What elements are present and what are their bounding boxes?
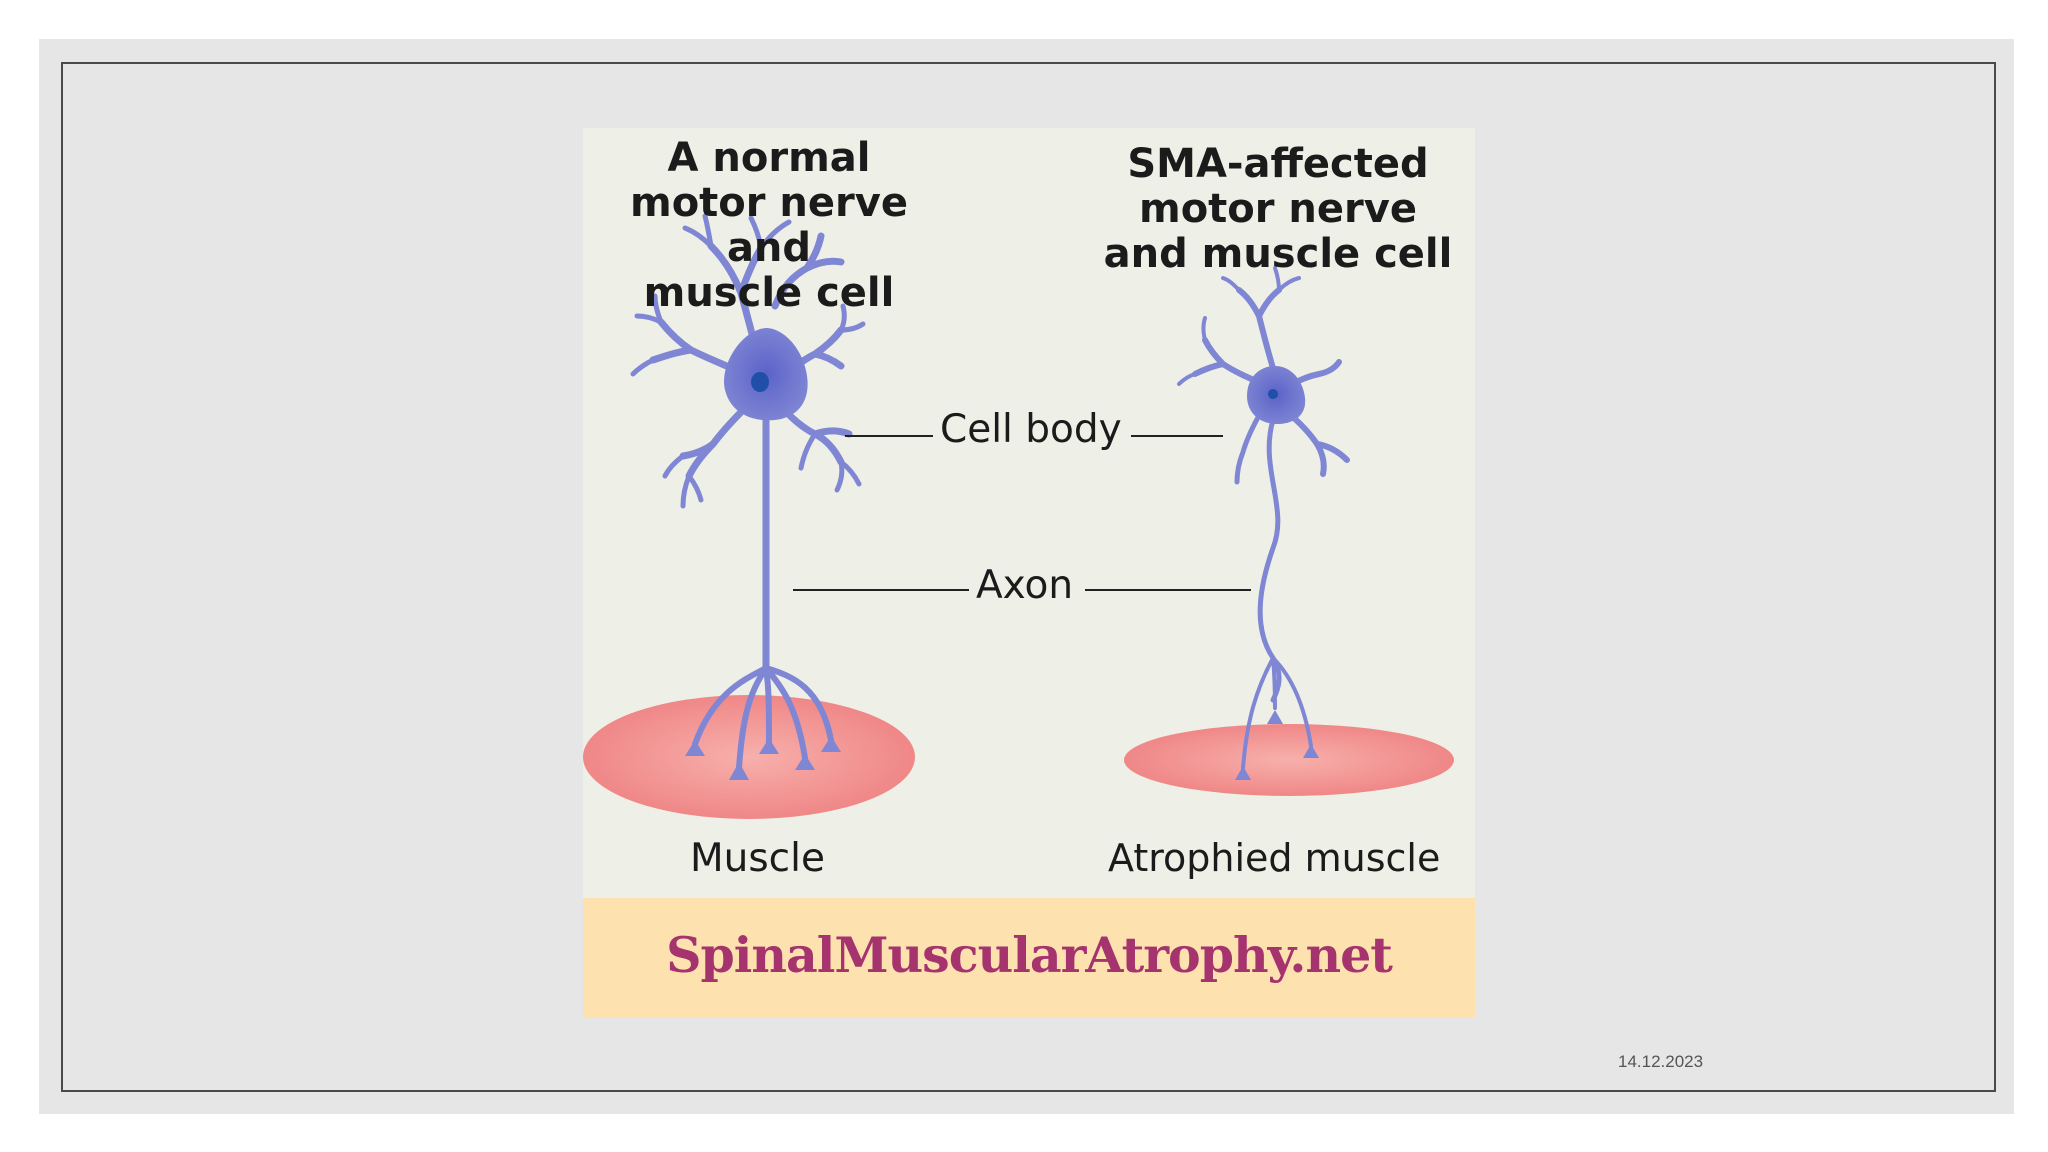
dendrite [798, 431, 862, 493]
dendrite [1236, 287, 1282, 371]
sma-axon [1257, 417, 1282, 703]
nucleus [1268, 389, 1278, 399]
nucleus [751, 372, 769, 392]
diagram-drawing [583, 213, 1454, 819]
normal-neuron [583, 213, 915, 819]
normal-heading: A normal motor nerve and muscle cell [630, 135, 908, 316]
normal-muscle [583, 695, 915, 819]
leader-lines [793, 435, 1251, 591]
sma-heading: SMA-affected motor nerve and muscle cell [1103, 141, 1453, 277]
axon-terminal [1241, 656, 1313, 770]
sma-neuron [1124, 266, 1454, 796]
source-banner-text: SpinalMuscularAtrophy.net [666, 926, 1393, 984]
cell-body-label: Cell body [940, 407, 1122, 452]
dendrite [682, 213, 792, 251]
atrophied-muscle-shape [1124, 724, 1454, 796]
slide-date: 14.12.2023 [1618, 1052, 1704, 1071]
dendrite [630, 293, 664, 377]
soma [724, 328, 808, 421]
dendrite [662, 453, 704, 509]
terminal-knobs [685, 736, 841, 780]
terminal-knobs [1235, 710, 1319, 780]
source-banner: SpinalMuscularAtrophy.net [583, 898, 1475, 1018]
dendrite [771, 232, 845, 310]
dendrite [1284, 409, 1350, 477]
axon-terminal [692, 665, 834, 771]
dendrite [838, 303, 866, 333]
sma-diagram: A normal motor nerve and muscle cell SMA… [583, 128, 1475, 1018]
dendrite [1177, 316, 1207, 386]
axon-label: Axon [976, 563, 1074, 608]
dendrite [1221, 266, 1301, 292]
muscle-label: Muscle [690, 836, 825, 881]
dendrite [1234, 409, 1264, 485]
atrophied-muscle-label: Atrophied muscle [1108, 836, 1441, 880]
slide-frame [61, 62, 1996, 1092]
